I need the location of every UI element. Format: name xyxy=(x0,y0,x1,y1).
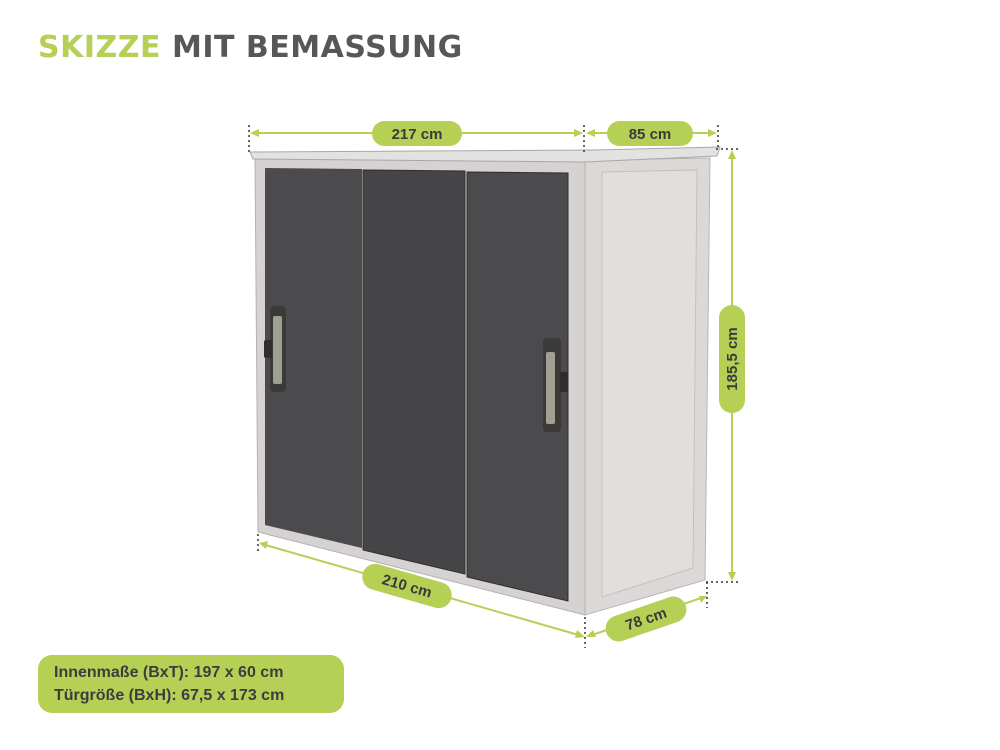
door-right xyxy=(466,171,569,602)
dim-height-text: 185,5 cm xyxy=(724,327,741,390)
extension-lines xyxy=(248,125,740,648)
door-handle-right xyxy=(543,338,568,432)
dim-top-width-text: 217 cm xyxy=(392,126,443,143)
dim-bottom-depth: 78 cm xyxy=(605,596,687,642)
dim-top-width: 217 cm xyxy=(372,121,462,146)
door-handle-left xyxy=(264,306,286,392)
inner-dimensions-text: Innenmaße (BxT): 197 x 60 cm xyxy=(54,664,284,681)
dim-top-depth-text: 85 cm xyxy=(629,126,672,143)
dim-height: 185,5 cm xyxy=(719,305,745,413)
cabinet-roof xyxy=(249,146,721,163)
title-accent: SKIZZE xyxy=(38,30,162,65)
title-rest: MIT BEMASSUNG xyxy=(171,30,463,65)
info-box: Innenmaße (BxT): 197 x 60 cm Türgröße (B… xyxy=(38,655,344,713)
door-middle xyxy=(362,169,466,575)
dim-top-depth: 85 cm xyxy=(607,121,693,146)
arrow-heads xyxy=(250,129,736,638)
door-left xyxy=(265,168,362,548)
page-title: SKIZZE MIT BEMASSUNG xyxy=(38,30,463,65)
cabinet-side-inner xyxy=(601,169,698,598)
door-size-text: Türgröße (BxH): 67,5 x 173 cm xyxy=(54,687,285,704)
